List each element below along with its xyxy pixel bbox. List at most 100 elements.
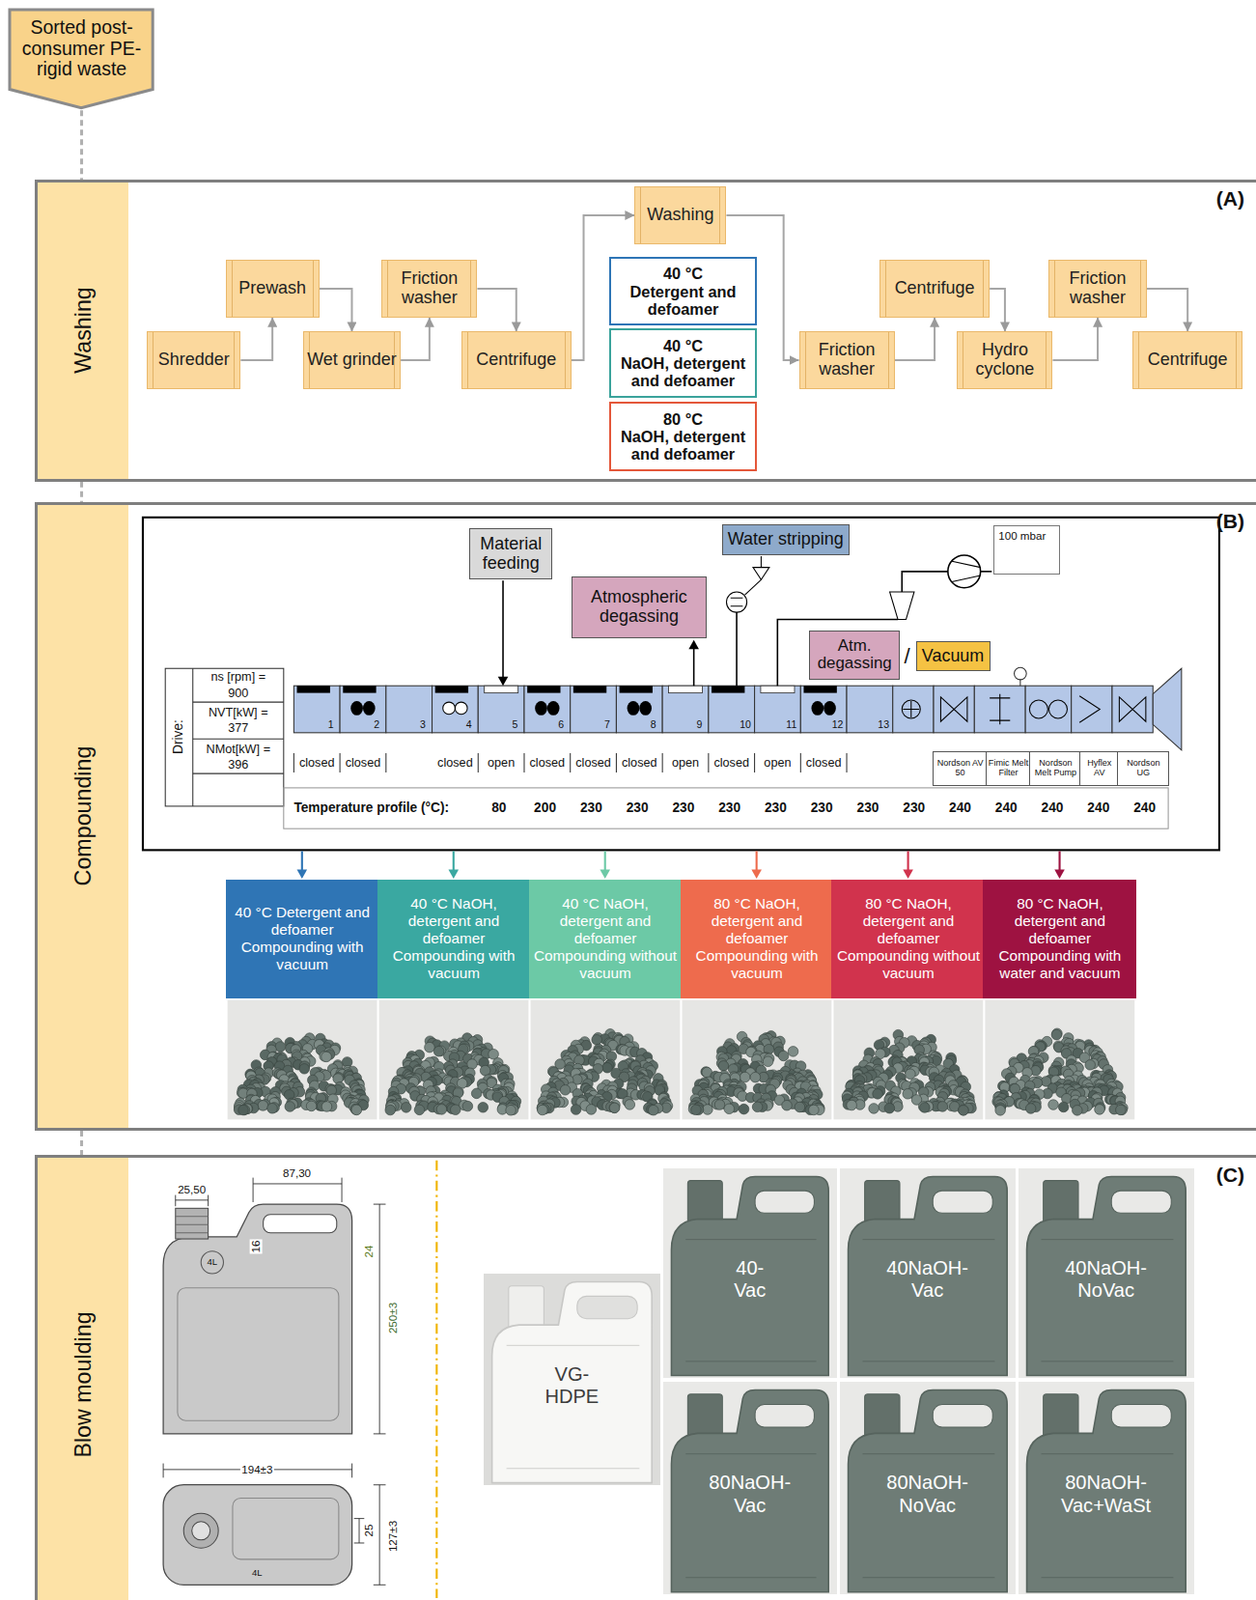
process-label-box-text: Atmospheric degassing	[575, 587, 703, 627]
bottle-body	[847, 1390, 1007, 1592]
device-box: Nordson Melt Pump	[1029, 751, 1082, 786]
process-label-box-text: Water stripping	[727, 530, 844, 550]
process-label-box: Water stripping	[722, 524, 850, 556]
handle-opening	[1111, 1190, 1172, 1213]
bottle-photo-text: 40NaOH- Vac	[886, 1256, 969, 1302]
bottle-photo-text: 80NaOH- Vac	[708, 1471, 791, 1516]
handle-opening	[754, 1403, 814, 1426]
stage-link	[80, 110, 84, 180]
bottle-photo-text: 40NaOH- NoVac	[1064, 1256, 1147, 1302]
process-box-text: Friction washer	[385, 269, 474, 308]
process-label-box: Atmospheric degassing	[571, 576, 707, 638]
band-title: Washing	[70, 287, 97, 375]
handle-opening	[577, 1295, 638, 1318]
bottle-neck	[1042, 1394, 1078, 1438]
bottle-edge	[862, 1453, 995, 1578]
process-box: Shredder	[146, 331, 241, 389]
bottle-photo: 80NaOH- NoVac	[839, 1381, 1016, 1594]
bottle-photo: VG- HDPE	[483, 1273, 661, 1485]
bottle-neck	[864, 1180, 899, 1224]
process-box-text: Hydro cyclone	[960, 340, 1049, 380]
device-box-text: Hyflex AV	[1081, 758, 1117, 778]
process-box: Prewash	[225, 259, 320, 317]
stage-band: Compounding (B) Material feedingAtmospheri…	[34, 502, 1256, 1131]
handle-opening	[932, 1190, 993, 1213]
process-label-box: Material feeding	[469, 528, 553, 580]
bottle-edge	[685, 1239, 816, 1362]
process-box-text: Centrifuge	[1147, 350, 1229, 370]
washing-condition-box-text: 40 °C	[663, 264, 703, 282]
bottle-body	[670, 1176, 829, 1376]
process-label-box-text: Vacuum	[921, 646, 985, 667]
washing-condition-box-text: Detergent and defoamer	[614, 282, 753, 319]
bottle-photo-text: 80NaOH- NoVac	[886, 1471, 969, 1516]
process-box: Hydro cyclone	[956, 331, 1053, 389]
handle-opening	[932, 1403, 993, 1426]
process-box: Centrifuge	[461, 331, 572, 389]
bottle-body	[670, 1390, 829, 1592]
process-box-text: Friction washer	[803, 340, 892, 380]
device-box: Fimic Melt Filter	[985, 751, 1032, 786]
variant-box-text: 80 °C NaOH, detergent and defoamer Compo…	[683, 894, 832, 982]
variant-box-text: 40 °C Detergent and defoamer Compounding…	[228, 903, 377, 974]
pressure-box: 100 mbar	[993, 525, 1060, 575]
variant-box: 80 °C NaOH, detergent and defoamer Compo…	[831, 879, 985, 999]
bottle-edge	[1040, 1239, 1173, 1362]
process-label-box: Vacuum	[916, 641, 991, 672]
bottle-photo: 40- Vac	[663, 1168, 838, 1378]
process-box-text: Centrifuge	[475, 350, 557, 370]
process-box-text: Washing	[646, 205, 714, 225]
process-box-text: Wet grinder	[307, 350, 396, 370]
process-box-text: Friction washer	[1052, 269, 1143, 308]
process-box-text: Prewash	[238, 279, 307, 299]
bottle-photo: 40NaOH- NoVac	[1018, 1168, 1195, 1378]
panel-letter: (C)	[1216, 1163, 1245, 1187]
bottle-body	[1026, 1390, 1186, 1592]
source-outline	[9, 9, 153, 109]
washing-condition-box-text: NaOH, detergent and defoamer	[614, 427, 753, 464]
bottle-photo: 40NaOH- Vac	[839, 1168, 1016, 1378]
variant-box-text: 80 °C NaOH, detergent and defoamer Compo…	[985, 894, 1134, 982]
washing-condition-box: 40 °CDetergent and defoamer	[609, 256, 757, 326]
source-box: Sorted post-consumer PE-rigid waste	[7, 7, 155, 111]
variant-box: 80 °C NaOH, detergent and defoamer Compo…	[680, 879, 835, 999]
process-label-box: Atm. degassing	[809, 630, 900, 680]
source-box-text: Sorted post-consumer PE-rigid waste	[13, 17, 149, 79]
process-label-box-text: Atm. degassing	[812, 637, 896, 673]
bottle-edge	[1040, 1453, 1173, 1578]
variant-box: 40 °C NaOH, detergent and defoamer Compo…	[529, 879, 683, 999]
device-box-text: Fimic Melt Filter	[987, 758, 1030, 778]
device-box: Nordson AV 50	[932, 751, 988, 786]
variant-box-text: 40 °C NaOH, detergent and defoamer Compo…	[380, 894, 529, 982]
process-box: Centrifuge	[879, 259, 990, 317]
bottle-edge	[685, 1453, 816, 1578]
process-box: Centrifuge	[1132, 331, 1243, 389]
panel-letter: (B)	[1216, 509, 1245, 533]
variant-box-text: 40 °C NaOH, detergent and defoamer Compo…	[531, 894, 680, 982]
washing-condition-box: 40 °CNaOH, detergent and defoamer	[609, 328, 757, 398]
process-box: Friction washer	[1048, 259, 1146, 317]
bottle-photo-text: VG- HDPE	[544, 1363, 599, 1408]
bottle-photo-text: 40- Vac	[733, 1256, 766, 1302]
device-box: Hyflex AV	[1079, 751, 1119, 786]
handle-opening	[754, 1190, 814, 1213]
band-title: Compounding	[70, 746, 97, 887]
handle-opening	[1111, 1403, 1172, 1426]
bottle-neck	[687, 1394, 723, 1438]
process-box: Wet grinder	[303, 331, 401, 389]
process-box-text: Shredder	[158, 350, 230, 370]
process-label-box-text: Material feeding	[473, 534, 549, 574]
variant-box: 40 °C Detergent and defoamer Compounding…	[225, 879, 380, 999]
device-box: Nordson UG	[1116, 751, 1170, 786]
stage-band: Blow moulding(C)VG- HDPE40- Vac40NaOH- V…	[34, 1154, 1256, 1600]
bottle-edge	[506, 1344, 641, 1468]
stage-band: Washing(A)ShredderPrewashWet grinderFric…	[34, 179, 1256, 482]
device-box-text: Nordson AV 50	[934, 758, 986, 778]
variant-box: 80 °C NaOH, detergent and defoamer Compo…	[982, 879, 1137, 999]
bottle-photo-text: 80NaOH- Vac+WaSt	[1060, 1471, 1151, 1516]
device-box-text: Nordson UG	[1118, 758, 1168, 778]
bottle-edge	[862, 1239, 995, 1362]
bottle-neck	[508, 1285, 545, 1330]
variant-box: 40 °C NaOH, detergent and defoamer Compo…	[377, 879, 531, 999]
